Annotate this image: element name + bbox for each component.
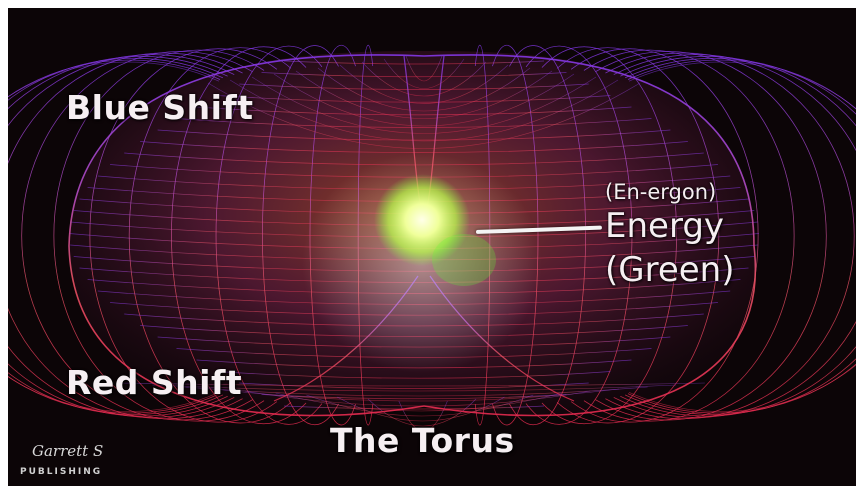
logo-wordmark: PUBLISHING: [20, 467, 102, 477]
torus-illustration: Blue Shift Red Shift The Torus (En-ergon…: [8, 8, 856, 486]
logo-signature: Garrett S: [32, 442, 103, 460]
publisher-logo: Garrett S PUBLISHING: [20, 442, 130, 484]
torus-wireframe: [8, 8, 856, 486]
the-torus-label: The Torus: [330, 421, 515, 460]
energy-label: Energy: [605, 206, 724, 246]
red-shift-label: Red Shift: [66, 363, 242, 402]
en-ergon-label: (En-ergon): [605, 180, 716, 204]
green-label: (Green): [605, 250, 735, 290]
blue-shift-label: Blue Shift: [66, 88, 254, 127]
